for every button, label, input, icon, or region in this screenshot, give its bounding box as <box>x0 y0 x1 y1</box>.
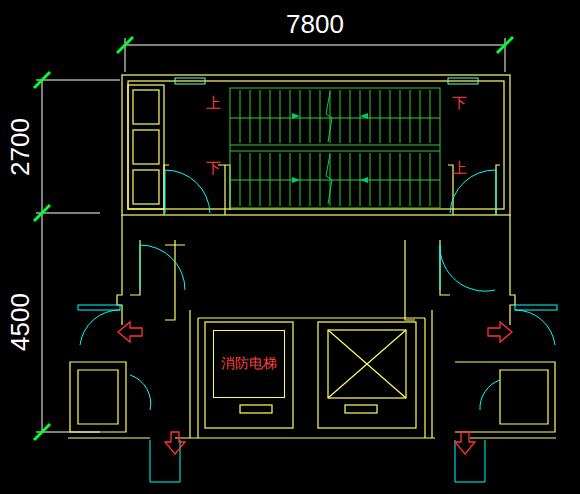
dimension: 2700 <box>7 118 33 176</box>
stair-tread <box>400 90 401 143</box>
stair-tread <box>370 90 371 143</box>
stair-tread <box>320 90 321 143</box>
stair-tread <box>300 153 301 206</box>
stair-tread <box>410 90 411 143</box>
dimension: 7800 <box>286 11 344 37</box>
stair-tread <box>280 153 281 206</box>
stair-tread <box>430 90 431 143</box>
stair-tread <box>320 153 321 206</box>
elevator-label: 消防电梯 <box>221 355 277 373</box>
stair-tread <box>390 90 391 143</box>
stair-tread <box>260 90 261 143</box>
stair-tread <box>350 153 351 206</box>
stair-tread <box>240 90 241 143</box>
stair-tread <box>270 153 271 206</box>
stair-tread <box>420 90 421 143</box>
elevator-car: 消防电梯 <box>213 330 285 398</box>
stair-direction: 上 <box>452 161 467 176</box>
stair-tread <box>270 90 271 143</box>
stair-tread <box>250 153 251 206</box>
stair-direction: 上 <box>206 96 221 111</box>
stair-tread <box>310 90 311 143</box>
stair-tread <box>240 153 241 206</box>
stair-tread <box>310 153 311 206</box>
stair-tread <box>380 90 381 143</box>
stair-tread <box>350 90 351 143</box>
stair-tread <box>290 90 291 143</box>
stair-tread <box>380 153 381 206</box>
stair-tread <box>370 153 371 206</box>
stair-tread <box>410 153 411 206</box>
stair-tread <box>340 153 341 206</box>
stair-tread <box>360 90 361 143</box>
stair-tread <box>250 90 251 143</box>
stair-tread <box>340 90 341 143</box>
stair-tread <box>260 153 261 206</box>
stair-tread <box>430 153 431 206</box>
stair-tread <box>300 90 301 143</box>
stair-tread <box>390 153 391 206</box>
stair-tread <box>360 153 361 206</box>
dimension: 4500 <box>7 293 33 351</box>
stair-direction: 下 <box>452 96 467 111</box>
stair-tread <box>280 90 281 143</box>
stair-tread <box>420 153 421 206</box>
stair-tread <box>400 153 401 206</box>
stair-direction: 下 <box>206 161 221 176</box>
stair-tread <box>290 153 291 206</box>
